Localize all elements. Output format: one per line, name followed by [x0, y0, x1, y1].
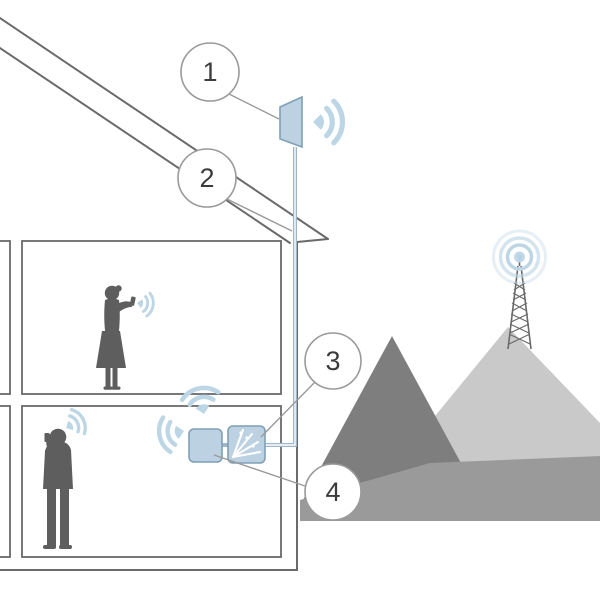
callout-3-number: 3 [325, 346, 340, 376]
callout-1-number: 1 [202, 57, 217, 87]
left-room-bottom [0, 405, 11, 558]
callout-3-circle [304, 332, 362, 390]
signal-booster-unit [227, 425, 266, 464]
callout-2-number: 2 [199, 163, 214, 193]
mountain-dark [303, 336, 481, 500]
callout-4-circle [304, 463, 362, 521]
outdoor-antenna [279, 95, 303, 149]
woman-texting-silhouette [96, 285, 136, 390]
tower-signal-icon [492, 229, 547, 285]
callout-2-pointer [226, 198, 293, 232]
eave-line [296, 238, 329, 243]
left-room-top [0, 240, 11, 395]
top-room [21, 240, 282, 395]
outdoor-antenna-signal-icon [313, 101, 342, 143]
callout-1-circle [180, 42, 240, 102]
callout-4-number: 4 [325, 477, 340, 507]
callout-2-circle [177, 148, 237, 208]
foothill-band [300, 456, 600, 521]
callout-4-pointer [213, 454, 306, 487]
callout-3: 3 [260, 332, 362, 438]
callout-4: 4 [213, 454, 362, 521]
mountains [300, 327, 600, 521]
callout-1-pointer [228, 93, 280, 120]
booster-burst-icon [232, 429, 261, 458]
indoor-antenna-unit [188, 428, 223, 463]
man-calling-silhouette [43, 428, 73, 549]
callout-1: 1 [180, 42, 280, 120]
roof-inner-line [0, 46, 291, 244]
rooms [0, 240, 282, 558]
callout-3-pointer [260, 381, 316, 438]
coax-cable [222, 147, 297, 447]
cell-tower [492, 229, 547, 350]
callout-2: 2 [177, 148, 293, 232]
roof-outer-line [0, 16, 329, 240]
